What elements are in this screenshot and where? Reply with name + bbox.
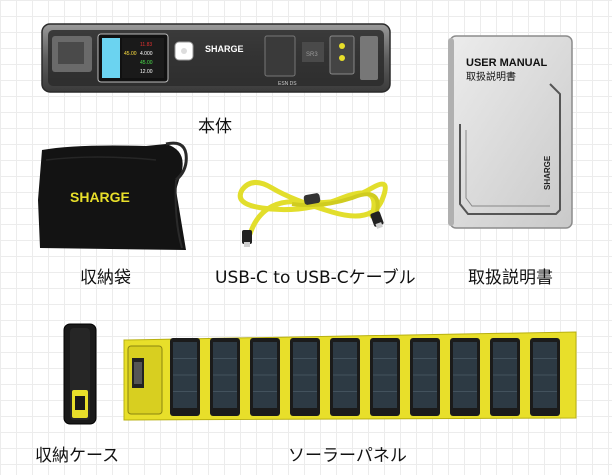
screen-reading-5: 12.00 <box>140 69 153 75</box>
manual-subtitle: 取扱説明書 <box>466 70 516 83</box>
screen-reading-1: 11.83 <box>140 42 152 48</box>
manual-image: USER MANUAL 取扱説明書 SHARGE <box>448 35 573 229</box>
manual-caption: 取扱説明書 <box>468 268 553 288</box>
manual-brand: SHARGE <box>543 155 552 190</box>
screen-reading-3: 4.000 <box>140 51 153 57</box>
solar-panel-caption: ソーラーパネル <box>288 446 407 466</box>
pouch-brand: SHARGE <box>70 189 130 205</box>
main-unit-model: ESN DS <box>278 81 297 87</box>
main-unit-image: 11.83 45.00 4.000 45.00 12.00 SHARGE SR3… <box>41 23 391 93</box>
screen-reading-4: 45.00 <box>140 60 153 66</box>
pouch-caption: 収納袋 <box>80 268 131 288</box>
pouch-image: SHARGE <box>38 141 188 250</box>
case-caption: 収納ケース <box>35 446 120 466</box>
screen-reading-2: 45.00 <box>124 51 137 57</box>
cable-caption: USB-C to USB-Cケーブル <box>215 268 416 288</box>
manual-title: USER MANUAL <box>466 57 548 69</box>
solar-panel-image <box>123 331 577 421</box>
case-image <box>63 323 97 425</box>
main-unit-caption: 本体 <box>198 117 232 137</box>
cable-image <box>237 180 388 247</box>
main-unit-brand: SHARGE <box>205 44 244 54</box>
svg-text:SR3: SR3 <box>306 52 318 58</box>
